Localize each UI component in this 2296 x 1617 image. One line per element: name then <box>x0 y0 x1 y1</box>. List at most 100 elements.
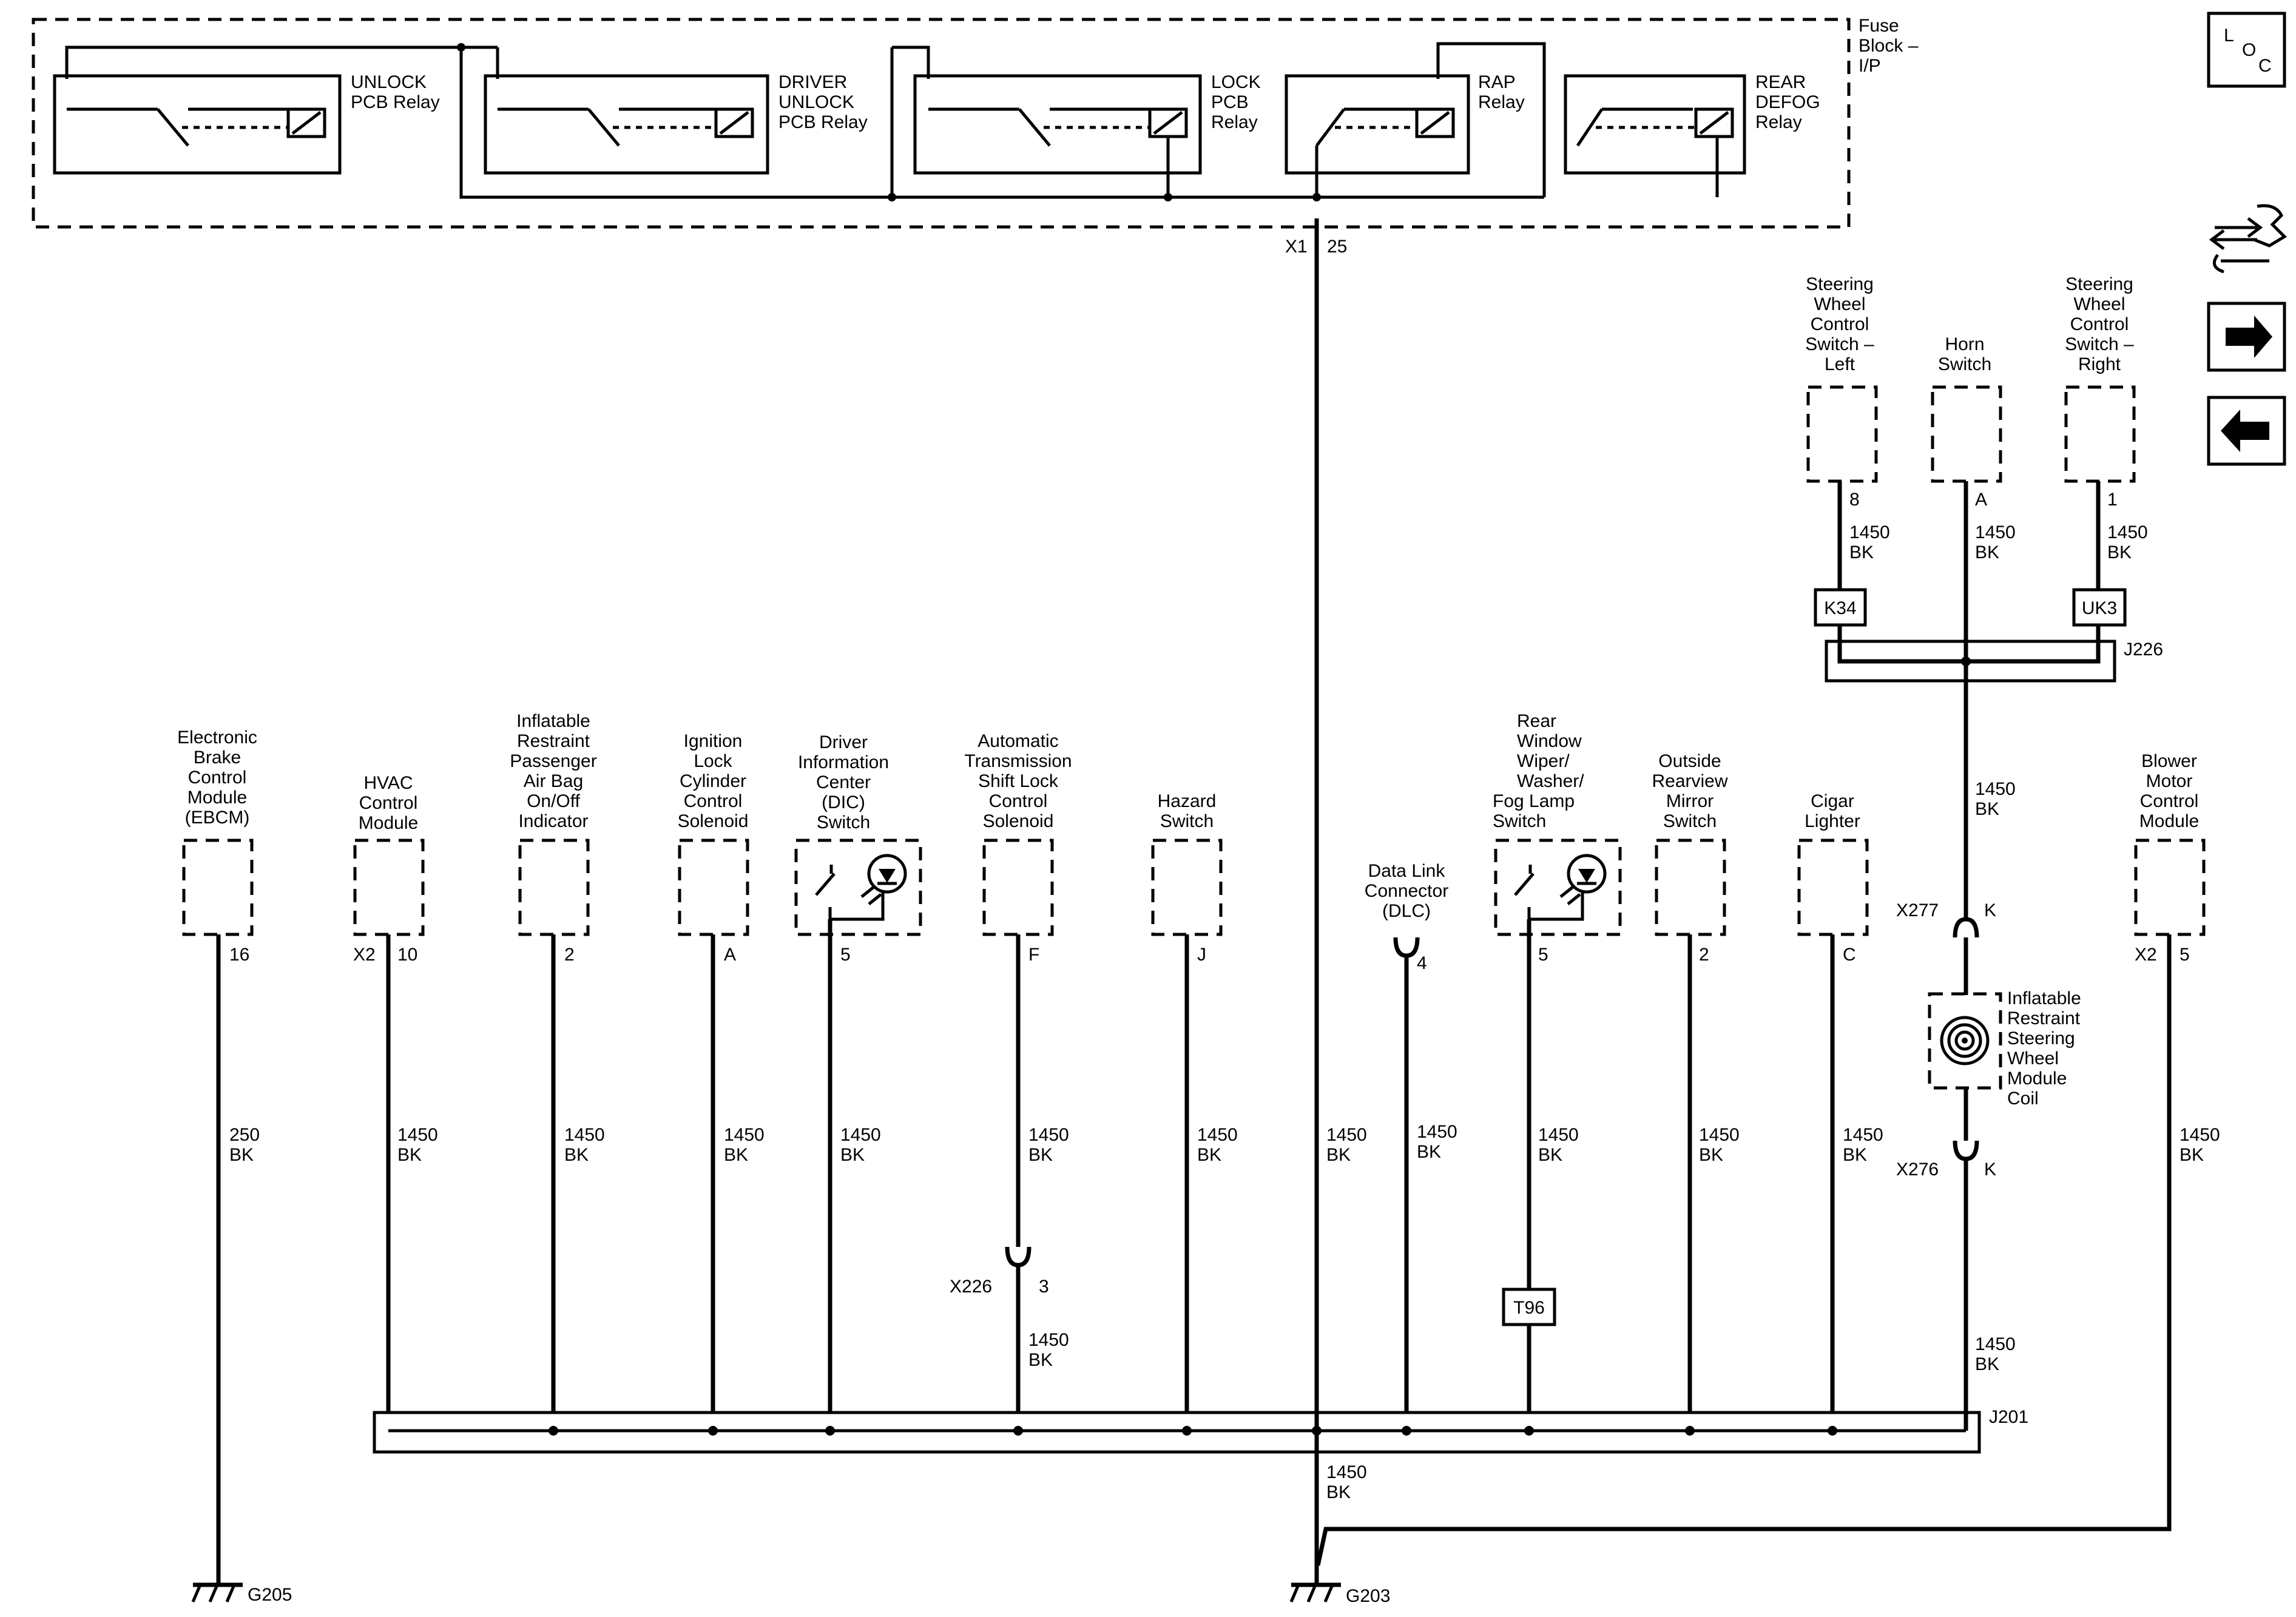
lower-components: Electronic Brake Control Module (EBCM) 1… <box>177 711 2220 1584</box>
component-label: Center <box>816 772 871 792</box>
ignition-lock-cylinder-solenoid: Ignition Lock Cylinder Control Solenoid … <box>678 731 765 1414</box>
wire-color: BK <box>1538 1145 1562 1165</box>
pin-label: 1 <box>2107 490 2118 510</box>
loc-letter-c: C <box>2258 56 2272 76</box>
arrow-left-icon <box>2221 410 2269 452</box>
component-label: Control <box>684 791 743 811</box>
relay-driver-unlock-pcb: DRIVER UNLOCK PCB Relay <box>484 72 868 175</box>
wire-gauge: 1450 <box>2180 1125 2220 1145</box>
component-label: Ignition <box>684 731 743 751</box>
wire-gauge: 1450 <box>397 1125 438 1145</box>
connector-label: X276 <box>1896 1160 1939 1180</box>
component-label: Wheel <box>2073 294 2125 314</box>
splice-j226: J226 <box>1825 640 2163 683</box>
ground-g203: G203 <box>1289 1582 1390 1606</box>
component-box <box>1806 385 1878 483</box>
data-link-connector: Data Link Connector (DLC) 4 1450 BK <box>1365 861 1457 1414</box>
cigar-lighter: Cigar Lighter C 1450 BK <box>1797 791 1883 1414</box>
component-label: Solenoid <box>678 811 749 831</box>
rear-wiper-fog-lamp-switch: Rear Window Wiper/ Washer/ Fog Lamp Swit… <box>1493 711 1622 1414</box>
loc-button[interactable]: L O C <box>2207 12 2286 88</box>
component-label: Switch – <box>1805 334 1874 354</box>
dlc-connector-icon <box>1393 937 1420 958</box>
component-label: Coil <box>2007 1089 2039 1109</box>
component-label: Switch – <box>2065 334 2134 354</box>
relay-rap-label-line1: RAP <box>1478 72 1516 92</box>
component-label: Driver <box>819 732 868 752</box>
loc-letter-l: L <box>2224 25 2234 46</box>
wire-gauge: 1450 <box>1843 1125 1883 1145</box>
wire-gauge: 1450 <box>1699 1125 1740 1145</box>
component-label: On/Off <box>527 791 580 811</box>
pin-label: 8 <box>1849 490 1860 510</box>
component-label: Module <box>2007 1068 2067 1089</box>
pin-label: 5 <box>840 945 851 965</box>
connector-label: X277 <box>1896 900 1939 920</box>
component-label: Rearview <box>1652 771 1727 791</box>
arrow-right-button[interactable] <box>2207 302 2286 372</box>
wire-gauge: 1450 <box>1197 1125 1238 1145</box>
relay-unlock-pcb-label-line1: UNLOCK <box>351 72 427 92</box>
relay-rap: RAP Relay <box>1285 72 1525 197</box>
component-label: Steering <box>1806 274 1874 294</box>
component-label: Brake <box>194 748 241 768</box>
component-box <box>1151 839 1223 936</box>
splice-j201-label: J201 <box>1989 1407 2028 1427</box>
component-label: Hazard <box>1158 791 1217 811</box>
component-label: Control <box>359 793 418 813</box>
component-label: Control <box>2140 791 2199 811</box>
ebcm: Electronic Brake Control Module (EBCM) 1… <box>177 727 260 1584</box>
splice-j226-label: J226 <box>2124 640 2163 660</box>
component-box <box>353 839 425 936</box>
component-label: Steering <box>2007 1028 2075 1048</box>
component-label: Steering <box>2065 274 2133 294</box>
fuse-block-pin-label: 25 <box>1327 237 1347 257</box>
relay-unlock-pcb-label-line2: PCB Relay <box>351 92 440 112</box>
wire-color: BK <box>1975 799 1999 819</box>
component-label: Blower <box>2141 751 2197 771</box>
component-label: Motor <box>2146 771 2193 791</box>
component-label: Switch <box>1160 811 1214 831</box>
component-label: Restraint <box>517 731 590 751</box>
wire-gauge: 1450 <box>564 1125 605 1145</box>
arrow-right-icon <box>2226 316 2272 358</box>
component-label: Control <box>188 768 247 788</box>
connector-label: X2 <box>353 945 376 965</box>
component-label: Inflatable <box>516 711 590 731</box>
component-label: Module <box>187 788 247 808</box>
component-label: Control <box>2070 314 2129 334</box>
schematic-reference-icon[interactable] <box>2209 204 2288 274</box>
wire-gauge: 1450 <box>1975 1334 2016 1354</box>
wire-color: BK <box>1028 1145 1053 1165</box>
nav-panel: L O C <box>2207 12 2288 466</box>
component-label: (EBCM) <box>185 808 250 828</box>
passenger-airbag-indicator: Inflatable Restraint Passenger Air Bag O… <box>510 711 605 1414</box>
component-label: Cigar <box>1811 791 1854 811</box>
relay-lock-pcb-label-line3: Relay <box>1211 112 1258 132</box>
shift-lock-control-solenoid: Automatic Transmission Shift Lock Contro… <box>950 731 1072 1414</box>
relay-coil-icon <box>286 107 326 138</box>
wire-color: BK <box>724 1145 748 1165</box>
component-label: (DLC) <box>1382 901 1431 921</box>
pin-label: K <box>1984 1160 1996 1180</box>
wire-gauge: 250 <box>229 1125 260 1145</box>
splice-label: UK3 <box>2082 598 2117 618</box>
arrow-left-button[interactable] <box>2207 396 2286 466</box>
relay-coil-icon <box>1694 107 1734 138</box>
relay-driver-unlock-pcb-label-line1: DRIVER <box>778 72 847 92</box>
wire-color: BK <box>1699 1145 1723 1165</box>
fuse-block-outline <box>32 18 1851 229</box>
component-label: Horn <box>1945 334 1984 354</box>
component-label: Mirror <box>1666 791 1714 811</box>
relay-unlock-pcb: UNLOCK PCB Relay <box>53 72 440 175</box>
main-trunk-wire: 1450 BK <box>1314 218 1367 1584</box>
wire-gauge: 1450 <box>1975 522 2016 542</box>
fuse-block-bus <box>65 42 1719 201</box>
pin-label: 5 <box>2180 945 2190 965</box>
relay-rap-body <box>1285 74 1470 175</box>
inline-connector-x276: X276 K <box>1896 1088 1996 1180</box>
fuse-block-label-line2: Block – <box>1859 36 1919 56</box>
ground-g203-label: G203 <box>1346 1586 1390 1606</box>
ground-g205: G205 <box>191 1582 292 1605</box>
wire-color: BK <box>1417 1142 1441 1162</box>
